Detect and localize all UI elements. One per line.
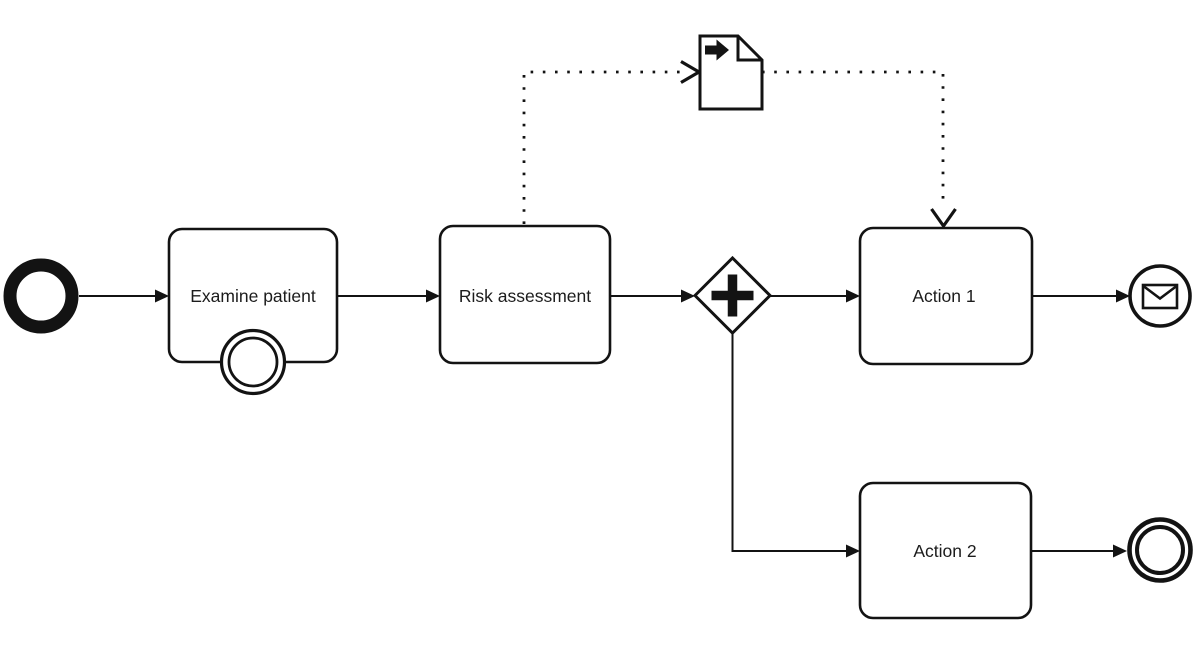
parallel-gateway	[692, 255, 773, 336]
open-arrowhead-icon	[930, 208, 957, 229]
message-end-event	[1128, 264, 1192, 328]
flow-action1-to-message-end	[1032, 289, 1130, 303]
end-event	[1127, 517, 1193, 583]
open-arrowhead-icon	[680, 60, 703, 84]
start-event	[3, 258, 79, 334]
association-line	[522, 70, 680, 224]
arrowhead-icon	[155, 289, 169, 303]
flow-risk-to-gateway	[610, 289, 695, 303]
task-action-1: Action 1	[858, 226, 1034, 366]
flow-action2-to-end	[1031, 544, 1127, 558]
arrowhead-icon	[1116, 289, 1130, 303]
flow-examine-to-risk	[337, 289, 440, 303]
task-label: Examine patient	[190, 286, 316, 306]
arrowhead-icon	[426, 289, 440, 303]
arrowhead-icon	[846, 544, 860, 558]
task-action-2: Action 2	[858, 481, 1033, 620]
arrowhead-icon	[681, 289, 695, 303]
task-box	[438, 224, 612, 365]
boundary-event	[219, 328, 287, 396]
flow-start-to-examine	[79, 289, 169, 303]
arrowhead-icon	[1113, 544, 1127, 558]
flow-gateway-to-action1	[770, 289, 860, 303]
task-box	[858, 481, 1033, 620]
start-event-circle-icon	[3, 258, 79, 334]
envelope-flap-icon	[1143, 285, 1177, 301]
boundary-event-inner-circle-icon	[227, 336, 279, 388]
association-line	[762, 70, 945, 206]
arrowhead-icon	[846, 289, 860, 303]
task-risk-assessment: Risk assessment	[438, 224, 612, 365]
flow-line	[731, 333, 848, 552]
association-risk-to-data-object	[522, 60, 703, 224]
association-data-object-to-action1	[762, 70, 957, 229]
task-label: Action 2	[913, 541, 976, 561]
plus-icon	[711, 274, 754, 317]
data-output-arrow-icon	[705, 39, 729, 61]
flow-gateway-to-action2	[731, 333, 860, 558]
task-box	[858, 226, 1034, 366]
document-fold-icon	[736, 36, 762, 62]
task-label: Action 1	[912, 286, 975, 306]
task-label: Risk assessment	[459, 286, 591, 306]
data-object	[698, 34, 764, 111]
end-event-inner-circle-icon	[1135, 525, 1185, 575]
